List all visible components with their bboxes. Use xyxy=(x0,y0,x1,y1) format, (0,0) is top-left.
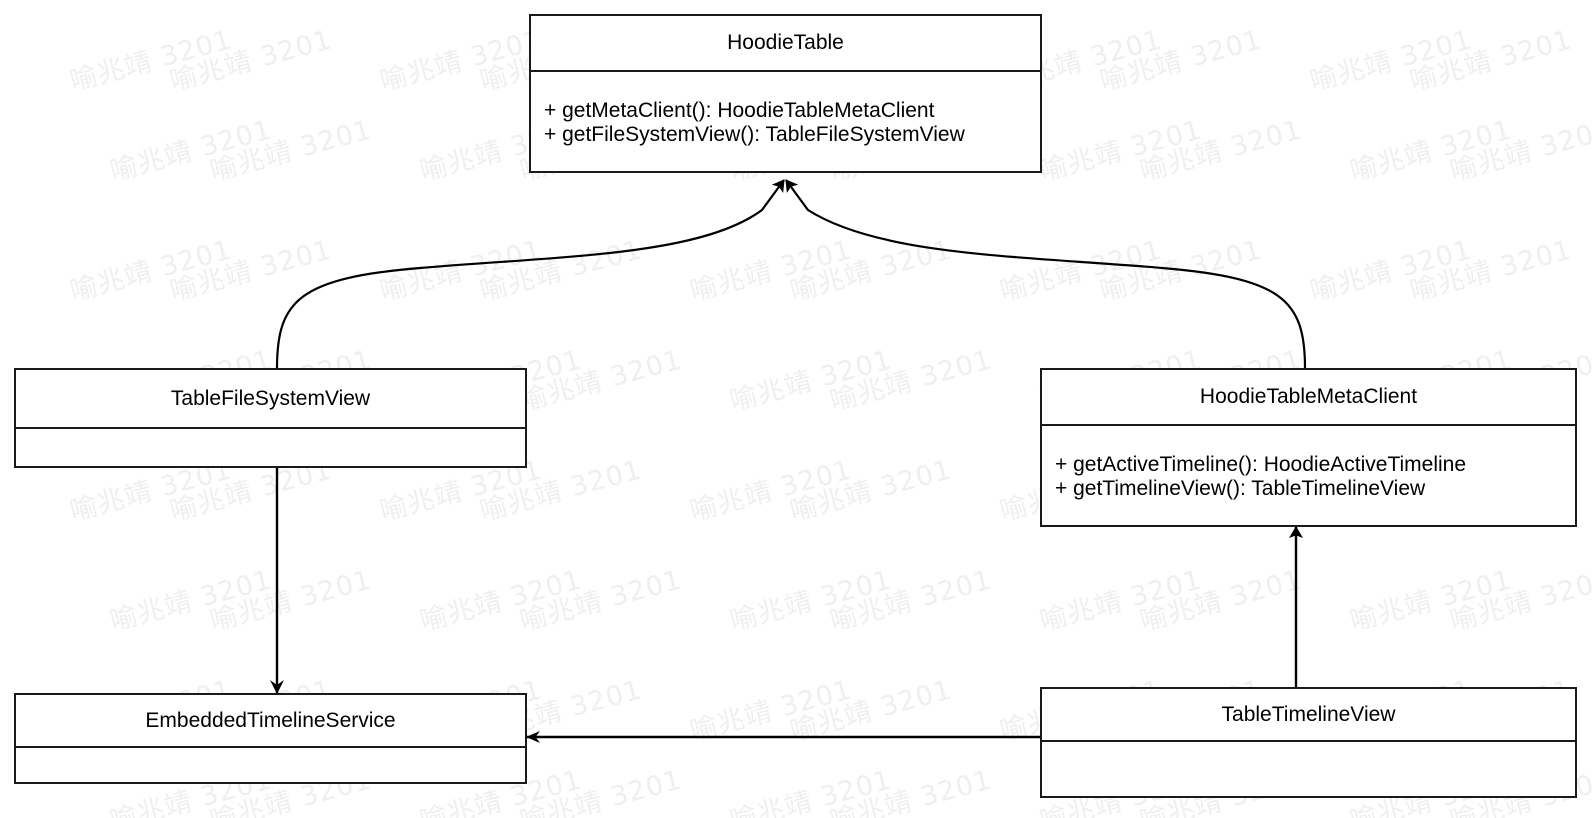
watermark-text: 喻兆靖 3201 xyxy=(1346,114,1516,188)
watermark-text: 喻兆靖 3201 xyxy=(686,234,856,308)
edge-tablefilesystemview-to-hoodietable xyxy=(275,179,785,369)
watermark-text: 喻兆靖 3201 xyxy=(166,24,336,98)
watermark-text: 喻兆靖 3201 xyxy=(1406,24,1576,98)
watermark-text: 喻兆靖 3201 xyxy=(1136,114,1306,188)
watermark-text: 喻兆靖 3201 xyxy=(1446,114,1594,188)
edge-hoodietablemetaclient-to-hoodietable xyxy=(785,179,1307,369)
class-member: + getTimelineView(): TableTimelineView xyxy=(1055,476,1426,500)
class-box-hoodie-table[interactable]: HoodieTable + getMetaClient(): HoodieTabl… xyxy=(529,14,1042,173)
class-box-table-timeline-view[interactable]: TableTimelineView xyxy=(1040,687,1577,798)
watermark-text: 喻兆靖 3201 xyxy=(686,454,856,528)
watermark-text: 喻兆靖 3201 xyxy=(166,234,336,308)
watermark-text: 喻兆靖 3201 xyxy=(786,234,956,308)
class-name-hoodie-table: HoodieTable xyxy=(727,31,844,54)
watermark-text: 喻兆靖 3201 xyxy=(1036,564,1206,638)
watermark-text: 喻兆靖 3201 xyxy=(996,234,1166,308)
watermark-text: 喻兆靖 3201 xyxy=(516,344,686,418)
watermark-text: 喻兆靖 3201 xyxy=(1096,24,1266,98)
watermark-text: 喻兆靖 3201 xyxy=(786,454,956,528)
watermark-text: 喻兆靖 3201 xyxy=(476,234,646,308)
watermark-text: 喻兆靖 3201 xyxy=(206,564,376,638)
watermark-text: 喻兆靖 3201 xyxy=(1096,234,1266,308)
class-members-embedded-timeline-service xyxy=(16,746,525,784)
class-name-table-file-system-view: TableFileSystemView xyxy=(170,386,371,410)
class-members-hoodie-table: + getMetaClient(): HoodieTableMetaClient… xyxy=(531,70,1040,173)
watermark-text: 喻兆靖 3201 xyxy=(516,564,686,638)
watermark-text: 喻兆靖 3201 xyxy=(66,234,236,308)
class-box-embedded-timeline-service[interactable]: EmbeddedTimelineService xyxy=(14,693,527,784)
watermark-text: 喻兆靖 3201 xyxy=(1446,564,1594,638)
watermark-text: 喻兆靖 3201 xyxy=(826,764,996,818)
watermark-text: 喻兆靖 3201 xyxy=(1306,234,1476,308)
class-members-table-file-system-view xyxy=(16,427,525,468)
class-name-embedded-timeline-service: EmbeddedTimelineService xyxy=(145,708,396,732)
watermark-text: 喻兆靖 3201 xyxy=(786,674,956,748)
class-box-hoodie-table-meta-client[interactable]: HoodieTableMetaClient + getActiveTimeline… xyxy=(1040,368,1577,527)
watermark-text: 喻兆靖 3201 xyxy=(206,114,376,188)
watermark-text: 喻兆靖 3201 xyxy=(516,764,686,818)
class-box-table-file-system-view[interactable]: TableFileSystemView xyxy=(14,368,527,468)
watermark-text: 喻兆靖 3201 xyxy=(376,234,546,308)
class-name-hoodie-table-meta-client: HoodieTableMetaClient xyxy=(1199,385,1418,408)
watermark-text: 喻兆靖 3201 xyxy=(1136,564,1306,638)
watermark-text: 喻兆靖 3201 xyxy=(1406,234,1576,308)
watermark-text: 喻兆靖 3201 xyxy=(686,674,856,748)
class-member: + getActiveTimeline(): HoodieActiveTimel… xyxy=(1055,452,1467,476)
watermark-text: 喻兆靖 3201 xyxy=(726,764,896,818)
watermark-text: 喻兆靖 3201 xyxy=(66,24,236,98)
watermark-text: 喻兆靖 3201 xyxy=(1306,24,1476,98)
watermark-text: 喻兆靖 3201 xyxy=(416,564,586,638)
watermark-text: 喻兆靖 3201 xyxy=(726,564,896,638)
watermark-text: 喻兆靖 3201 xyxy=(106,114,276,188)
watermark-text: 喻兆靖 3201 xyxy=(106,564,276,638)
class-member: + getMetaClient(): HoodieTableMetaClient xyxy=(544,98,935,122)
class-member: + getFileSystemView(): TableFileSystemVi… xyxy=(544,122,965,146)
watermark-text: 喻兆靖 3201 xyxy=(726,344,896,418)
watermark-text: 喻兆靖 3201 xyxy=(826,344,996,418)
watermark-text: 喻兆靖 3201 xyxy=(826,564,996,638)
class-members-hoodie-table-meta-client: + getActiveTimeline(): HoodieActiveTimel… xyxy=(1042,424,1575,527)
class-name-table-timeline-view: TableTimelineView xyxy=(1221,702,1396,726)
watermark-text: 喻兆靖 3201 xyxy=(1346,564,1516,638)
watermark-text: 喻兆靖 3201 xyxy=(376,24,546,98)
class-members-table-timeline-view xyxy=(1042,740,1575,798)
watermark-text: 喻兆靖 3201 xyxy=(1036,114,1206,188)
